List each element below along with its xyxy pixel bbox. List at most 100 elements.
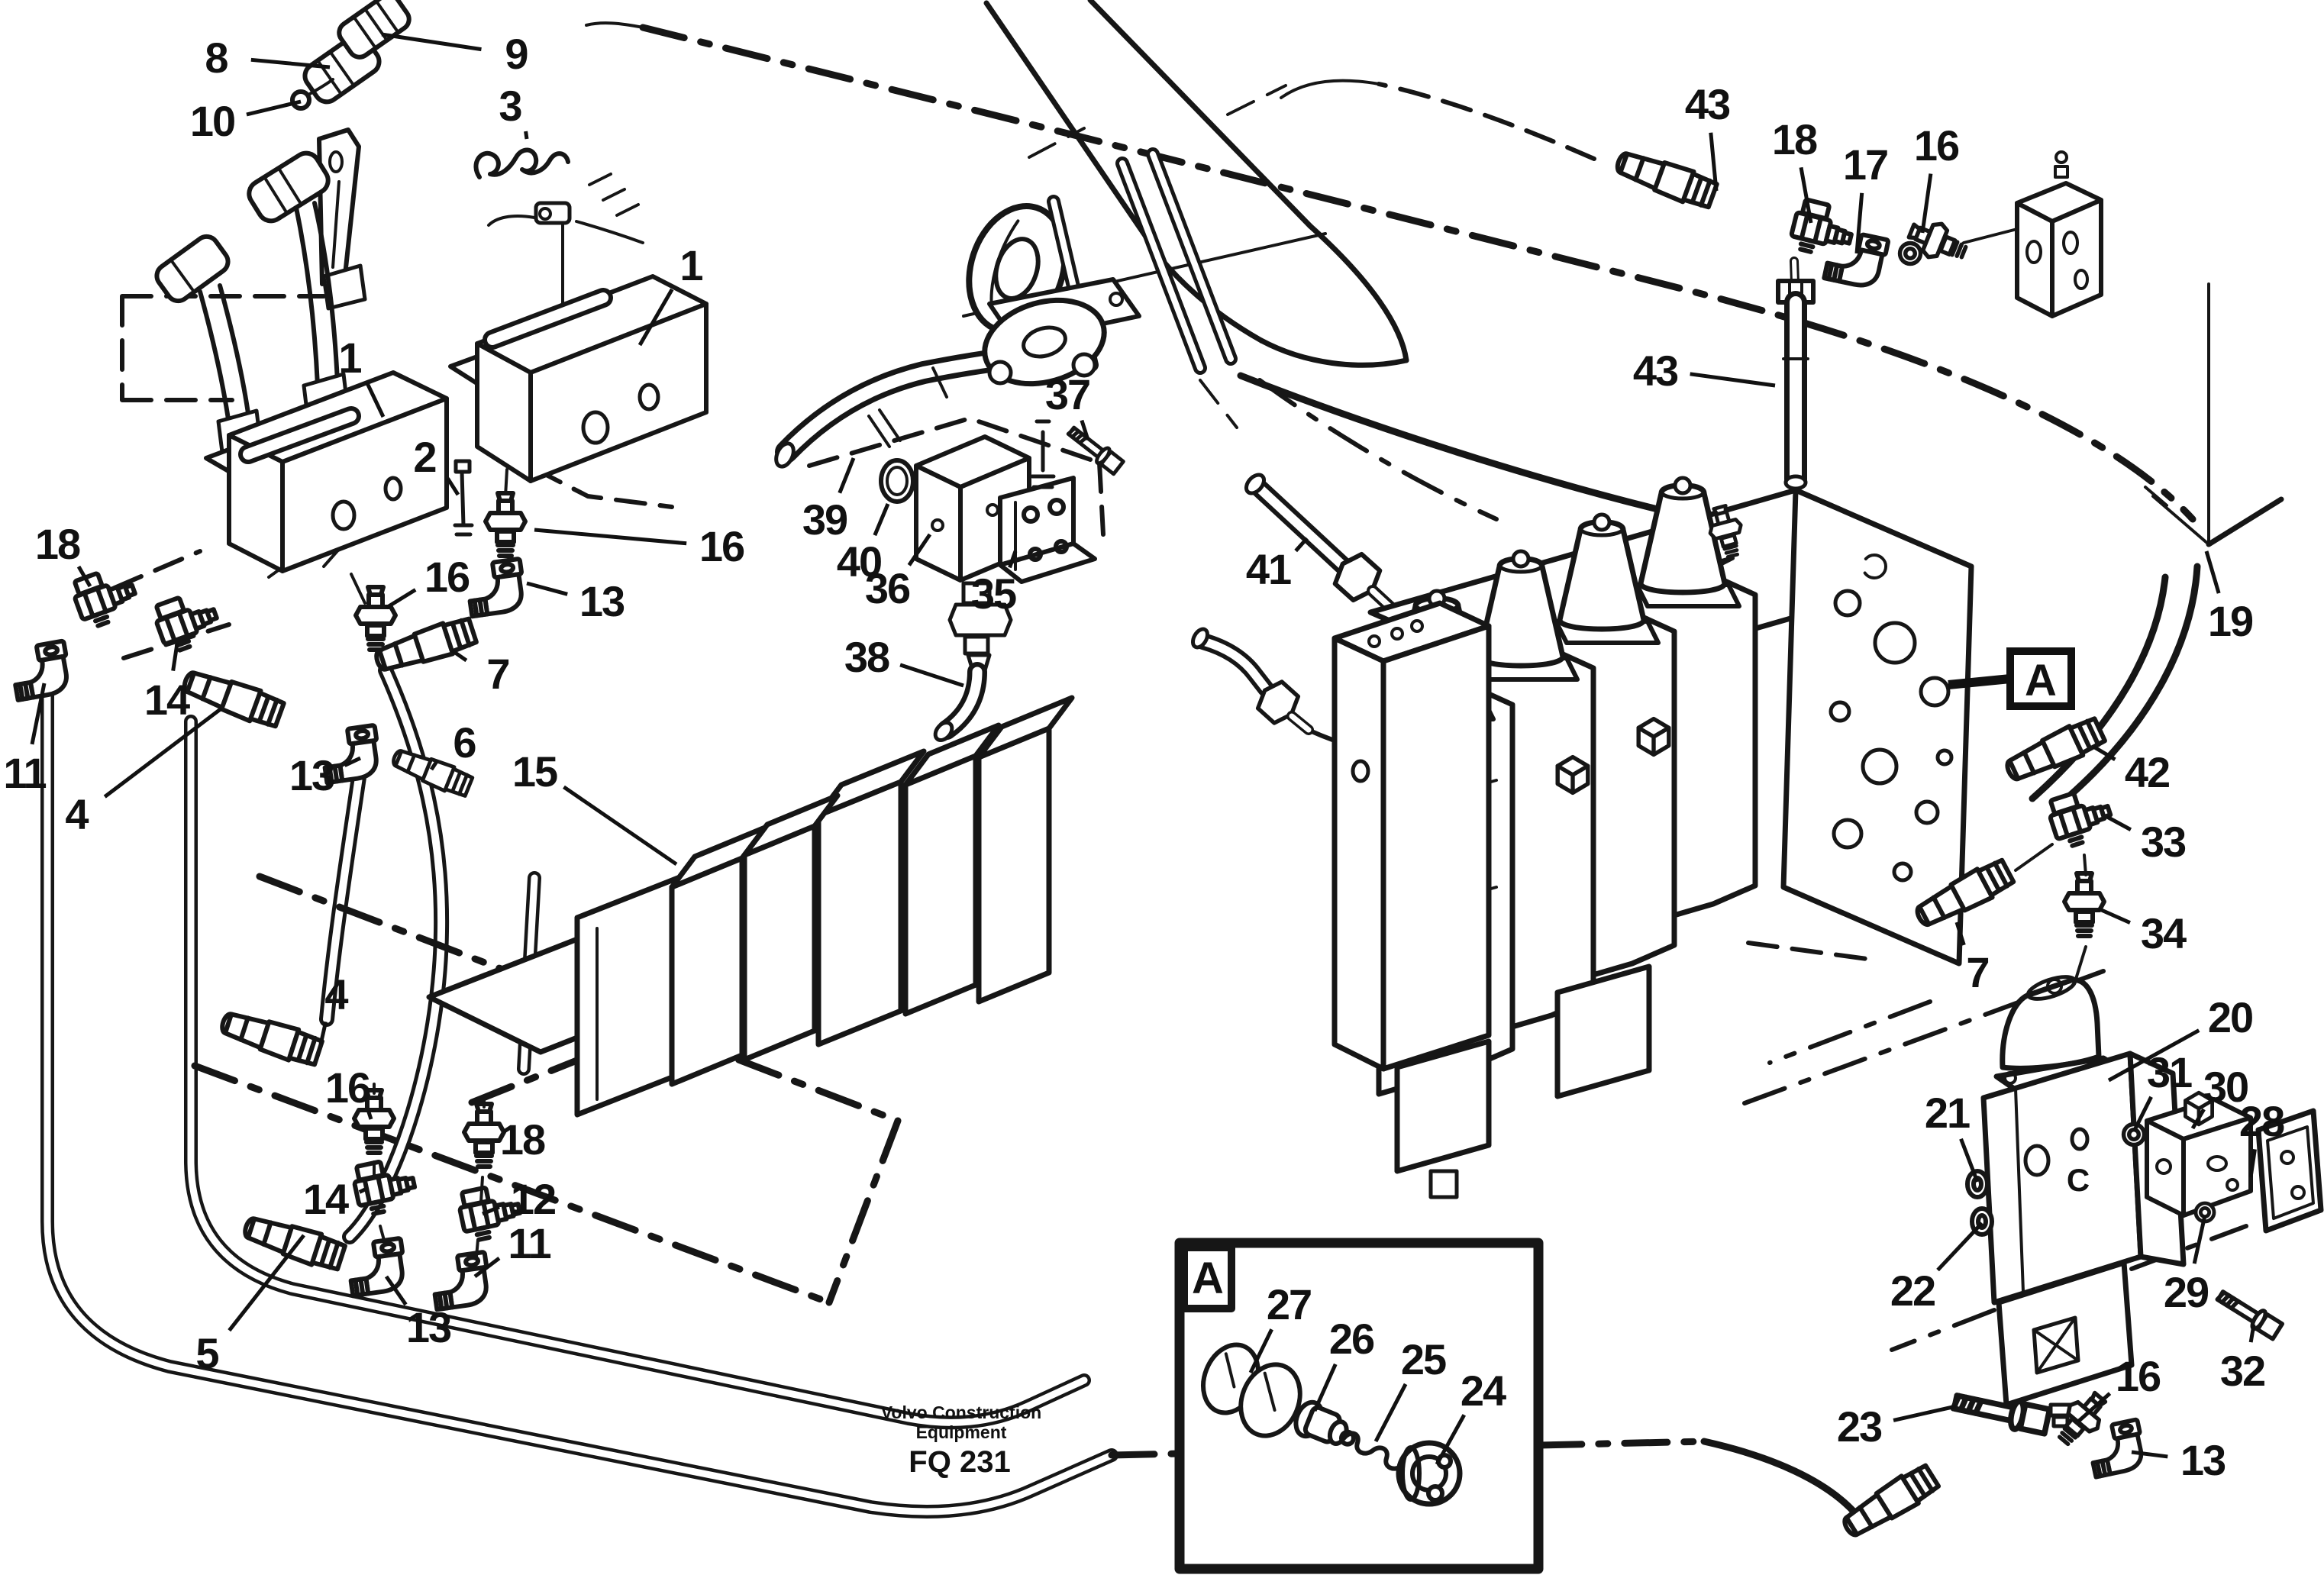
grip-second xyxy=(154,234,231,304)
svg-text:41: 41 xyxy=(1246,545,1291,593)
callout-12: 12 xyxy=(482,1175,557,1223)
svg-text:25: 25 xyxy=(1401,1335,1446,1383)
diagram-art xyxy=(9,0,2324,1574)
fitting-under-36 xyxy=(947,581,1013,673)
callout-14: 14 xyxy=(303,1175,366,1223)
svg-text:18: 18 xyxy=(500,1115,545,1163)
hose-43-vertical xyxy=(1776,257,1816,531)
spring-3 xyxy=(473,147,570,179)
svg-text:13: 13 xyxy=(2180,1436,2226,1484)
callout-10: 10 xyxy=(190,97,302,145)
block-3 xyxy=(815,748,927,1047)
block-5 xyxy=(669,825,768,1087)
svg-text:10: 10 xyxy=(190,97,234,145)
callout-24: 24 xyxy=(1435,1367,1508,1466)
svg-text:7: 7 xyxy=(486,650,508,698)
svg-text:2: 2 xyxy=(413,433,435,481)
brand-line2: Equipment xyxy=(916,1422,1007,1442)
svg-text:1: 1 xyxy=(679,241,702,289)
svg-text:18: 18 xyxy=(35,520,80,568)
figure-code: FQ 231 xyxy=(909,1445,1010,1479)
callout-25: 25 xyxy=(1373,1335,1448,1443)
callout-16: 16 xyxy=(385,553,471,610)
hose-19-route xyxy=(585,21,2284,805)
svg-text:33: 33 xyxy=(2141,818,2186,866)
callout-19: 19 xyxy=(2204,550,2255,645)
ref-box-layer: A xyxy=(1948,647,2075,710)
nut-10 xyxy=(290,89,311,111)
svg-text:30: 30 xyxy=(2203,1063,2248,1111)
svg-text:9: 9 xyxy=(505,30,528,78)
svg-text:40: 40 xyxy=(837,537,881,586)
callout-31: 31 xyxy=(2132,1048,2193,1133)
callout-18: 18 xyxy=(35,520,92,588)
callout-17: 17 xyxy=(1843,140,1889,254)
svg-text:42: 42 xyxy=(2125,748,2169,796)
junction-block-stack xyxy=(426,695,1075,1118)
inset-detail-box xyxy=(1174,1238,1544,1574)
callout-13: 13 xyxy=(289,751,362,799)
callout-37: 37 xyxy=(1045,370,1091,441)
callout-35: 35 xyxy=(971,550,1018,618)
block-2 xyxy=(902,722,1002,1017)
svg-text:14: 14 xyxy=(303,1175,349,1223)
svg-text:17: 17 xyxy=(1843,140,1887,189)
inset-corner-label-box xyxy=(1180,1244,1235,1312)
inset-label: A xyxy=(1192,1254,1224,1303)
ref-box-A: A xyxy=(1948,647,2075,710)
flat-lever xyxy=(317,127,367,311)
svg-text:39: 39 xyxy=(802,495,847,544)
callout-26: 26 xyxy=(1312,1315,1376,1412)
callout-39: 39 xyxy=(802,457,856,544)
inset-parts xyxy=(1201,1342,1463,1507)
pilot-valve-left xyxy=(154,150,449,605)
svg-text:38: 38 xyxy=(844,633,889,681)
svg-text:15: 15 xyxy=(512,747,557,796)
svg-text:37: 37 xyxy=(1045,370,1089,418)
pilot-valve-right xyxy=(290,0,708,537)
svg-text:13: 13 xyxy=(579,577,625,625)
callout-27: 27 xyxy=(1248,1280,1312,1374)
lever-linkage xyxy=(487,173,644,244)
callout-18: 18 xyxy=(1772,115,1819,224)
brand-line1: Volvo Construction xyxy=(881,1402,1041,1422)
callout-34: 34 xyxy=(2096,906,2188,957)
reducing-valve xyxy=(1838,975,2324,1543)
valve-feet xyxy=(1394,963,1652,1199)
callout-7: 7 xyxy=(450,648,511,698)
callout-38: 38 xyxy=(844,633,964,688)
callout-7: 7 xyxy=(1954,921,1990,996)
callout-3: 3 xyxy=(499,82,529,140)
boom-structure xyxy=(962,0,1731,529)
callout-14: 14 xyxy=(144,643,192,724)
svg-text:5: 5 xyxy=(195,1329,218,1377)
callout-8: 8 xyxy=(205,34,331,82)
callout-16: 16 xyxy=(2077,1352,2162,1423)
svg-text:16: 16 xyxy=(424,553,470,601)
callout-33: 33 xyxy=(2106,815,2187,866)
callout-11: 11 xyxy=(473,1219,552,1278)
svg-text:4: 4 xyxy=(65,790,89,838)
valve-lower-block xyxy=(1996,1260,2135,1428)
callout-11: 11 xyxy=(3,683,47,797)
svg-text:7: 7 xyxy=(1966,948,1988,996)
callout-4: 4 xyxy=(65,707,223,838)
callout-42: 42 xyxy=(2092,744,2171,796)
svg-text:20: 20 xyxy=(2208,993,2252,1041)
block-1 xyxy=(976,695,1075,1005)
callout-22: 22 xyxy=(1890,1222,1983,1315)
callout-6: 6 xyxy=(429,718,477,771)
svg-text:12: 12 xyxy=(511,1175,555,1223)
svg-text:19: 19 xyxy=(2208,597,2253,645)
svg-text:3: 3 xyxy=(499,82,521,130)
main-control-valve xyxy=(1331,476,1974,1199)
svg-text:43: 43 xyxy=(1633,347,1678,395)
screw-32 xyxy=(2214,1286,2283,1340)
svg-text:16: 16 xyxy=(699,522,744,570)
svg-text:14: 14 xyxy=(144,676,190,724)
callout-16: 16 xyxy=(534,522,746,570)
svg-text:A: A xyxy=(2025,656,2057,705)
valve-body-front xyxy=(528,302,708,483)
